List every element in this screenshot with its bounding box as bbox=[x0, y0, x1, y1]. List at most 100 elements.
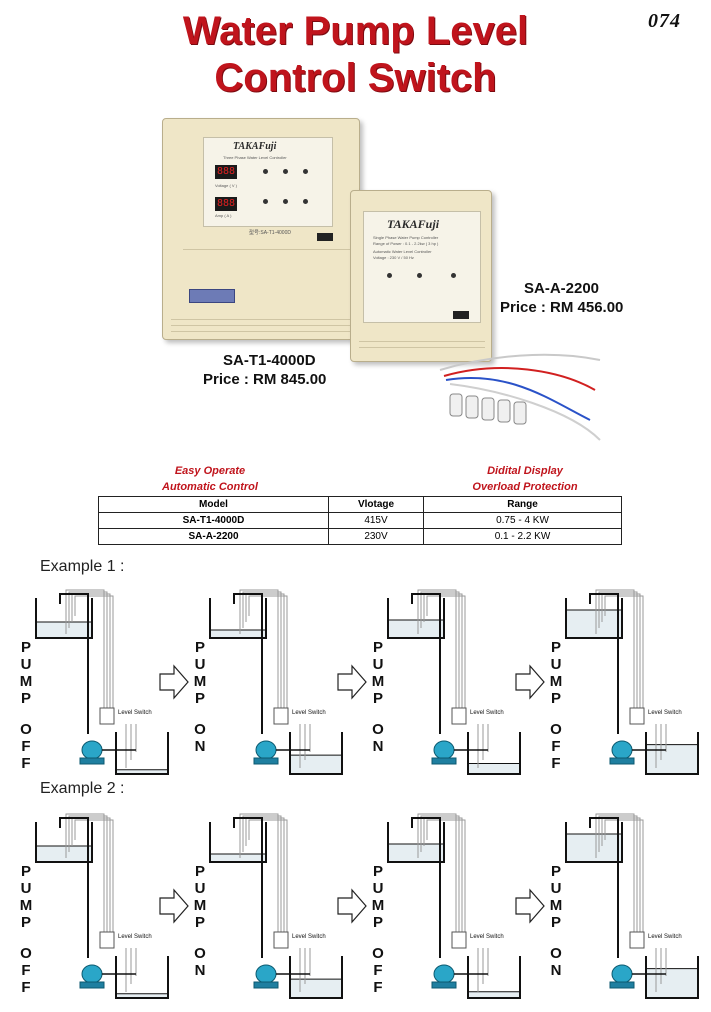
reset-button bbox=[317, 233, 333, 241]
brand-logo: TAKAFuji bbox=[233, 141, 277, 152]
case-rib bbox=[359, 347, 485, 348]
probe-wire bbox=[426, 595, 466, 708]
pump-word-letter: P bbox=[195, 639, 205, 656]
level-switch-label: Level Switch bbox=[292, 710, 326, 716]
indicator-dot bbox=[263, 169, 268, 174]
upper-tank-water bbox=[210, 854, 266, 862]
model-tag: 型号:SA-T1-4000D bbox=[249, 230, 291, 236]
lower-tank bbox=[645, 956, 699, 999]
title-line-2: Control Switch bbox=[214, 56, 497, 100]
pump-state-letter: O bbox=[372, 945, 384, 962]
controller-box-single-phase: TAKAFuji Single Phase Water Pump Control… bbox=[350, 190, 492, 362]
lower-tank-water bbox=[468, 991, 520, 998]
probe-wire bbox=[245, 817, 285, 932]
pump-state-letter: O bbox=[550, 945, 562, 962]
lower-tank bbox=[467, 956, 521, 999]
lower-tank-water bbox=[646, 968, 698, 998]
case-rib bbox=[359, 341, 485, 342]
breaker-switch bbox=[189, 289, 235, 303]
lower-tank bbox=[467, 732, 521, 775]
level-switch-label: Level Switch bbox=[648, 710, 682, 716]
pump-state-letter: O bbox=[372, 721, 384, 738]
upper-tank-water bbox=[566, 834, 622, 862]
probe-wire bbox=[242, 591, 282, 708]
probe-wire bbox=[426, 819, 466, 932]
lower-tank-water bbox=[116, 993, 168, 998]
pump-body bbox=[611, 740, 633, 760]
pump-state-letter: N bbox=[195, 738, 206, 755]
pump-word-letter: M bbox=[194, 673, 207, 690]
panel-power-range: Range of Power : 0.1 - 2.2kw ( 3 hp ) bbox=[373, 241, 439, 246]
delivery-pipe bbox=[411, 817, 441, 958]
upper-tank bbox=[565, 598, 623, 639]
case-rib bbox=[171, 331, 351, 332]
pump-body bbox=[433, 964, 455, 984]
indicator-dot bbox=[303, 199, 308, 204]
example-2-title: Example 2 : bbox=[40, 780, 125, 797]
pump-body bbox=[81, 740, 103, 760]
pump-word-letter: P bbox=[551, 639, 561, 656]
pump-word-letter: U bbox=[551, 880, 562, 897]
probe-wire bbox=[417, 813, 457, 932]
probe-wire bbox=[65, 813, 105, 932]
upper-tank bbox=[35, 822, 93, 863]
pump-body bbox=[433, 740, 455, 760]
product-photo: TAKAFuji Three Phase Water Level Control… bbox=[150, 110, 610, 450]
pump-state-letter: F bbox=[21, 962, 30, 979]
product-price: Price : RM 456.00 bbox=[500, 299, 624, 316]
indicator-dot bbox=[451, 273, 456, 278]
example-1-title: Example 1 : bbox=[40, 558, 125, 575]
level-switch-box bbox=[451, 707, 467, 725]
product-price: Price : RM 845.00 bbox=[203, 371, 327, 388]
pump-word-letter: P bbox=[373, 639, 383, 656]
pump-base bbox=[609, 981, 635, 989]
probe-wire bbox=[74, 595, 114, 708]
case-rib bbox=[171, 325, 351, 326]
lower-tank bbox=[289, 732, 343, 775]
pump-word-letter: M bbox=[372, 897, 385, 914]
probe-wire bbox=[604, 819, 644, 932]
pump-state-letter: F bbox=[373, 962, 382, 979]
upper-tank-water bbox=[210, 630, 266, 638]
pump-word-letter: P bbox=[195, 863, 205, 880]
pump-state-letter: O bbox=[194, 945, 206, 962]
level-switch-box bbox=[451, 931, 467, 949]
lower-tank-water bbox=[116, 769, 168, 774]
price-label-sa-a-2200: SA-A-2200 Price : RM 456.00 bbox=[500, 279, 623, 317]
probe-wire bbox=[420, 815, 460, 932]
voltage-label: Voltage ( V ) bbox=[215, 183, 238, 188]
probe-wire bbox=[420, 591, 460, 708]
indicator-dot bbox=[387, 273, 392, 278]
level-switch-box bbox=[99, 931, 115, 949]
feature-text: Overload Protection bbox=[472, 481, 578, 493]
lower-tank bbox=[645, 732, 699, 775]
probe-wire bbox=[601, 817, 641, 932]
delivery-pipe bbox=[59, 817, 89, 958]
panel-subtitle: Three Phase Water Level Controller bbox=[223, 155, 287, 160]
lower-tank-water bbox=[646, 744, 698, 774]
indicator-dot bbox=[283, 199, 288, 204]
level-switch-box bbox=[99, 707, 115, 725]
pump-state-letter: F bbox=[21, 755, 30, 772]
pump-word-letter: P bbox=[195, 914, 205, 931]
pump-word-letter: M bbox=[550, 897, 563, 914]
indicator-dot bbox=[303, 169, 308, 174]
amp-label: Amp ( A ) bbox=[215, 213, 232, 218]
pump-word-letter: P bbox=[21, 690, 31, 707]
level-switch-label: Level Switch bbox=[648, 934, 682, 940]
delivery-pipe bbox=[59, 593, 89, 734]
panel-subtitle: Single Phase Water Pump Controller bbox=[373, 235, 439, 240]
column-header: Range bbox=[423, 496, 622, 513]
pump-word-letter: M bbox=[194, 897, 207, 914]
step-arrow-icon bbox=[515, 888, 545, 924]
probe-wire bbox=[65, 589, 105, 708]
column-header: Vlotage bbox=[328, 496, 424, 513]
front-panel bbox=[363, 211, 481, 323]
upper-tank-water bbox=[36, 622, 92, 638]
pump-word-letter: U bbox=[21, 880, 32, 897]
lower-tank bbox=[115, 732, 169, 775]
pump-body bbox=[255, 740, 277, 760]
